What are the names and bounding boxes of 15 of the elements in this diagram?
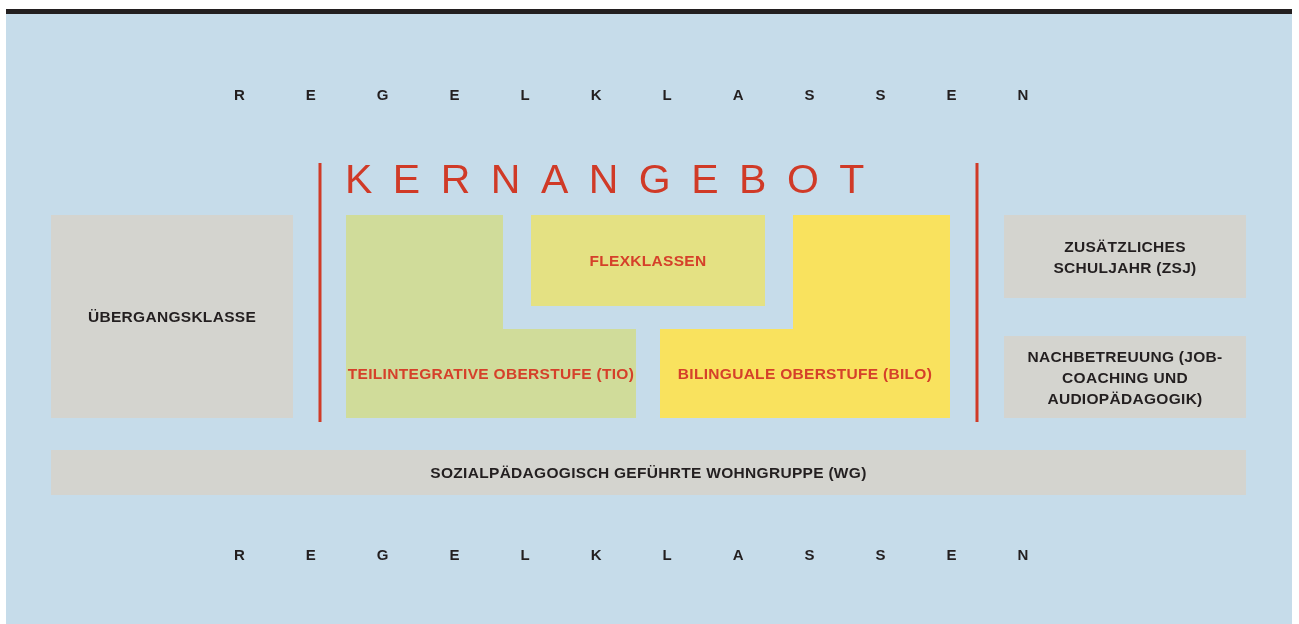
band-label: REGELKLASSEN [234, 86, 1090, 103]
box-label: BILINGUALE OBERSTUFE (BILO) [677, 364, 933, 384]
box-label: ÜBERGANGSKLASSE [87, 307, 257, 327]
box-label: ZUSÄTZLICHES SCHULJAHR (ZSJ) [1052, 236, 1198, 278]
section-title: KERNANGEBOT [345, 155, 885, 203]
class-box [531, 215, 765, 306]
class-box [1004, 215, 1246, 298]
box-label: NACHBETREUUNG (JOB-COACHING UND AUDIOPÄDAGOGIK) [1026, 346, 1224, 409]
box-label: TEILINTEGRATIVE OBERSTUFE (TIO) [347, 364, 635, 384]
box-label: FLEXKLASSEN [589, 251, 707, 271]
class-box [51, 215, 293, 418]
box-label: SOZIALPÄDAGOGISCH GEFÜHRTE WOHNGRUPPE (WG) [430, 463, 867, 483]
band-label: REGELKLASSEN [234, 546, 1090, 563]
class-box [1004, 336, 1246, 418]
class-box [51, 450, 1246, 495]
